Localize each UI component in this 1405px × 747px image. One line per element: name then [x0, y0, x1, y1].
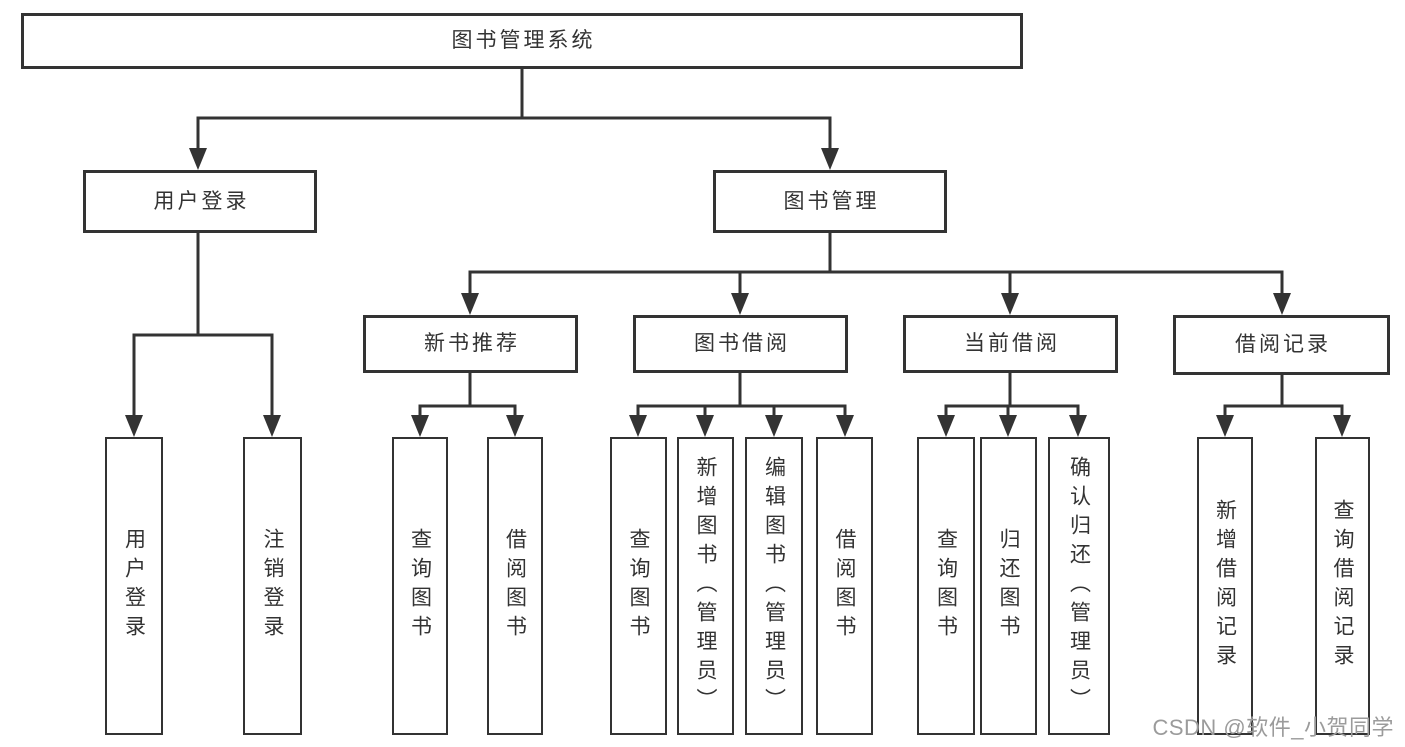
node-current-borrow: 当前借阅	[903, 315, 1118, 373]
leaf-cb-query-book-label: 查询图书	[934, 528, 958, 644]
leaf-bb-query-book: 查询图书	[610, 437, 667, 735]
leaf-br-add-record: 新增借阅记录	[1197, 437, 1253, 735]
leaf-bb-borrow-book: 借阅图书	[816, 437, 873, 735]
leaf-user-login: 用户登录	[105, 437, 163, 735]
leaf-nbr-borrow-book: 借阅图书	[487, 437, 543, 735]
leaf-bb-query-book-label: 查询图书	[627, 528, 650, 644]
node-borrow-record: 借阅记录	[1173, 315, 1390, 375]
leaf-nbr-query-book-label: 查询图书	[408, 528, 432, 644]
csdn-watermark: CSDN @软件_小贺同学	[1152, 715, 1394, 740]
leaf-bb-edit-book-admin-label: 编辑图书（管理员）	[762, 455, 786, 717]
node-book-management-label: 图书管理	[783, 189, 880, 213]
node-book-borrow-label: 图书借阅	[694, 332, 790, 356]
leaf-bb-add-book-admin: 新增图书（管理员）	[677, 437, 734, 735]
leaf-cb-confirm-return-admin: 确认归还（管理员）	[1048, 437, 1110, 735]
leaf-bb-edit-book-admin: 编辑图书（管理员）	[745, 437, 803, 735]
node-current-borrow-label: 当前借阅	[964, 332, 1060, 356]
leaf-nbr-query-book: 查询图书	[392, 437, 448, 735]
leaf-cb-query-book: 查询图书	[917, 437, 975, 735]
leaf-bb-add-book-admin-label: 新增图书（管理员）	[694, 455, 717, 717]
node-user-login-label: 用户登录	[153, 189, 250, 213]
node-new-book-recommend-label: 新书推荐	[424, 332, 520, 356]
node-book-borrow: 图书借阅	[633, 315, 848, 373]
leaf-br-add-record-label: 新增借阅记录	[1213, 499, 1237, 673]
leaf-user-login-label: 用户登录	[122, 528, 146, 644]
leaf-bb-borrow-book-label: 借阅图书	[833, 528, 856, 644]
node-root: 图书管理系统	[21, 13, 1023, 69]
node-borrow-record-label: 借阅记录	[1235, 333, 1331, 357]
leaf-cb-return-book: 归还图书	[980, 437, 1037, 735]
node-new-book-recommend: 新书推荐	[363, 315, 578, 373]
leaf-br-query-record: 查询借阅记录	[1315, 437, 1370, 735]
leaf-logout: 注销登录	[243, 437, 302, 735]
leaf-logout-label: 注销登录	[261, 528, 284, 644]
leaf-nbr-borrow-book-label: 借阅图书	[503, 528, 527, 644]
node-book-management: 图书管理	[713, 170, 947, 233]
leaf-cb-return-book-label: 归还图书	[997, 528, 1020, 644]
node-user-login: 用户登录	[83, 170, 317, 233]
leaf-cb-confirm-return-admin-label: 确认归还（管理员）	[1067, 455, 1091, 717]
leaf-br-query-record-label: 查询借阅记录	[1331, 499, 1354, 673]
node-root-label: 图书管理系统	[451, 29, 596, 53]
